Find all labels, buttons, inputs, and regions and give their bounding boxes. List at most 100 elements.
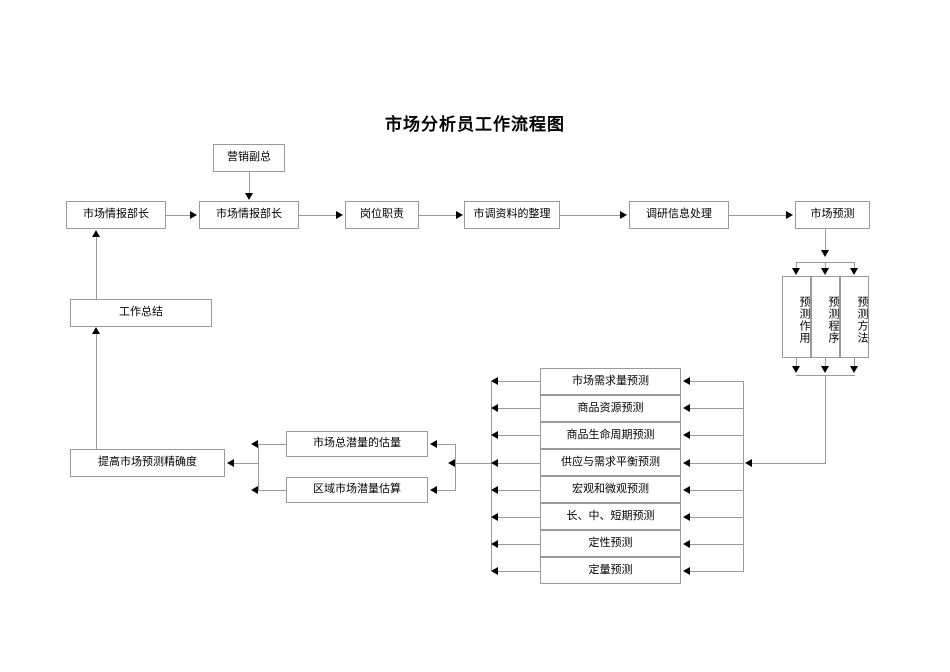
arrowhead-left — [491, 540, 498, 548]
arrowhead-left — [491, 513, 498, 521]
arrowhead-left — [491, 431, 498, 439]
arrowhead-left — [491, 377, 498, 385]
connector-type-right-feed — [690, 408, 744, 409]
arrowhead-left — [683, 404, 690, 412]
node-forecast-aspect-method[interactable]: 预测方法 — [840, 276, 869, 358]
connector-potential-bottom-feed — [437, 490, 456, 491]
arrowhead-left — [491, 486, 498, 494]
arrowhead-left — [683, 431, 690, 439]
arrowhead-right — [786, 211, 793, 219]
connector-intel-to-job-duty — [299, 215, 337, 216]
connector-type-right-feed — [690, 435, 744, 436]
node-intel-chief-left[interactable]: 市场情报部长 — [66, 201, 166, 229]
connector-type-right-feed — [690, 544, 744, 545]
connector-summary-to-intel-chief — [96, 237, 97, 299]
arrowhead-left — [491, 567, 498, 575]
connector-aspect-branch-left — [796, 262, 797, 269]
connector-potential-to-improve — [234, 463, 259, 464]
arrowhead-right — [336, 211, 343, 219]
arrowhead-right — [620, 211, 627, 219]
arrowhead-left — [251, 440, 258, 448]
node-work-summary[interactable]: 工作总结 — [70, 299, 212, 327]
node-vp-marketing[interactable]: 营销副总 — [213, 144, 285, 172]
connector-job-duty-to-survey — [419, 215, 457, 216]
arrowhead-right — [456, 211, 463, 219]
node-regional-market-potential[interactable]: 区域市场潜量估算 — [286, 477, 428, 503]
connector-regional-potential-out — [258, 490, 286, 491]
arrowhead-left — [745, 459, 752, 467]
arrowhead-left — [683, 377, 690, 385]
connector-aspect-branch-right — [854, 262, 855, 269]
arrowhead-left — [491, 459, 498, 467]
connector-type-left-out — [498, 571, 540, 572]
arrowhead-left — [683, 567, 690, 575]
connector-type-left-out — [498, 490, 540, 491]
connector-potential-top-feed — [437, 444, 456, 445]
node-forecast-type[interactable]: 供应与需求平衡预测 — [540, 449, 681, 476]
node-forecast-type[interactable]: 商品资源预测 — [540, 395, 681, 422]
connector-intel-left-to-main — [166, 215, 191, 216]
arrowhead-left — [430, 486, 437, 494]
connector-type-right-feed — [690, 381, 744, 382]
connector-potential-left-bus — [258, 444, 259, 490]
node-forecast-aspect-role[interactable]: 预测作用 — [782, 276, 811, 358]
connector-aspect-to-types-left — [752, 463, 826, 464]
node-forecast-type[interactable]: 定量预测 — [540, 557, 681, 584]
arrowhead-right — [190, 211, 197, 219]
node-research-info-processing[interactable]: 调研信息处理 — [629, 201, 729, 229]
arrowhead-down — [792, 366, 800, 373]
connector-total-potential-out — [258, 444, 286, 445]
connector-aspect-branch-mid — [825, 262, 826, 269]
connector-types-right-bus — [743, 381, 744, 571]
connector-survey-to-research — [560, 215, 621, 216]
arrowhead-left — [227, 459, 234, 467]
arrowhead-down — [792, 268, 800, 275]
node-forecast-aspect-procedure[interactable]: 预测程序 — [811, 276, 840, 358]
connector-types-to-potential — [455, 463, 491, 464]
arrowhead-down — [850, 366, 858, 373]
node-forecast-type[interactable]: 商品生命周期预测 — [540, 422, 681, 449]
connector-aspect-out-mid — [825, 358, 826, 367]
node-forecast-type[interactable]: 定性预测 — [540, 530, 681, 557]
connector-type-right-feed — [690, 490, 744, 491]
node-forecast-type[interactable]: 市场需求量预测 — [540, 368, 681, 395]
arrowhead-down — [245, 193, 253, 200]
connector-improve-to-summary — [96, 334, 97, 449]
connector-types-left-bus — [491, 381, 492, 571]
connector-research-to-forecast — [729, 215, 787, 216]
connector-type-left-out — [498, 544, 540, 545]
connector-type-left-out — [498, 463, 540, 464]
arrowhead-left — [448, 459, 455, 467]
page-title: 市场分析员工作流程图 — [385, 115, 565, 134]
arrowhead-left — [683, 486, 690, 494]
node-survey-organization[interactable]: 市调资料的整理 — [464, 201, 560, 229]
node-intel-chief-main[interactable]: 市场情报部长 — [199, 201, 299, 229]
arrowhead-left — [251, 486, 258, 494]
connector-aspect-out-right — [854, 358, 855, 367]
arrowhead-down — [821, 268, 829, 275]
connector-potential-bus — [455, 444, 456, 490]
node-forecast-type[interactable]: 宏观和微观预测 — [540, 476, 681, 503]
connector-aspect-out-left — [796, 358, 797, 367]
arrowhead-left — [491, 404, 498, 412]
arrowhead-left — [683, 459, 690, 467]
connector-type-right-feed — [690, 571, 744, 572]
arrowhead-up — [92, 230, 100, 237]
connector-type-left-out — [498, 517, 540, 518]
arrowhead-down — [821, 250, 829, 257]
connector-type-left-out — [498, 435, 540, 436]
arrowhead-up — [92, 327, 100, 334]
node-market-forecast[interactable]: 市场预测 — [795, 201, 870, 229]
node-total-market-potential[interactable]: 市场总潜量的估量 — [286, 431, 428, 457]
node-job-duty[interactable]: 岗位职责 — [345, 201, 419, 229]
arrowhead-down — [821, 366, 829, 373]
arrowhead-left — [683, 540, 690, 548]
node-forecast-type[interactable]: 长、中、短期预测 — [540, 503, 681, 530]
connector-type-left-out — [498, 381, 540, 382]
node-improve-accuracy[interactable]: 提高市场预测精确度 — [70, 449, 225, 477]
connector-aspect-to-types-down — [825, 375, 826, 464]
arrowhead-left — [430, 440, 437, 448]
connector-type-right-feed — [690, 517, 744, 518]
connector-type-left-out — [498, 408, 540, 409]
